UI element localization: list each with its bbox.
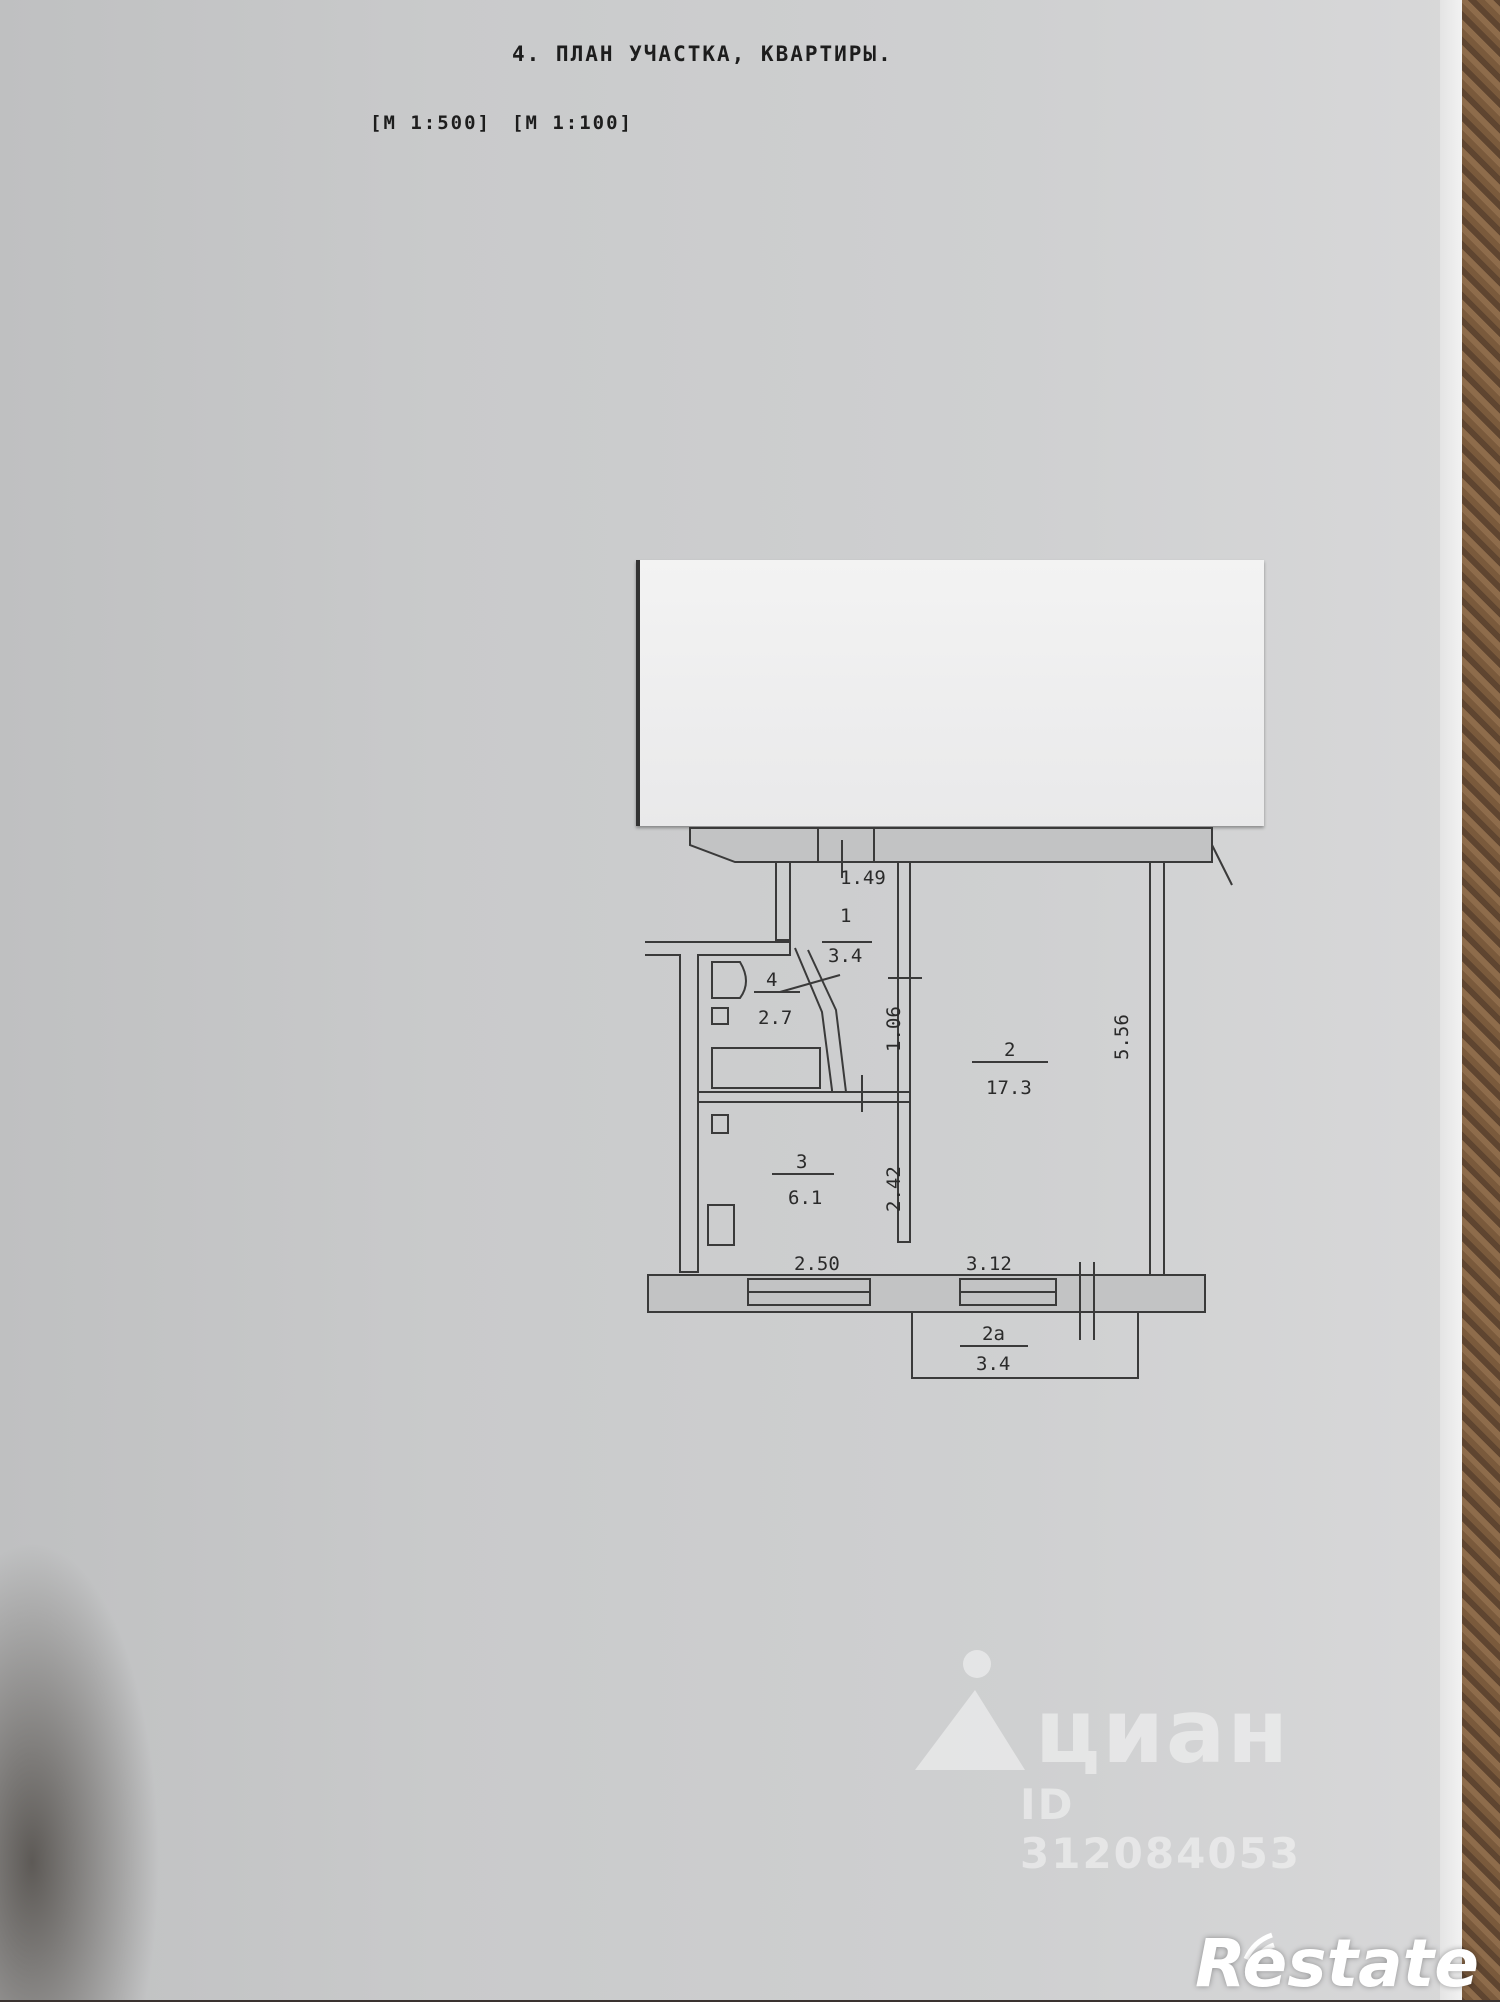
restate-logo: Restate (1195, 1925, 1479, 2002)
top-doorway (817, 827, 875, 863)
partition-1-2 (897, 861, 911, 1243)
restate-signal-icon (1243, 1932, 1275, 1963)
cian-watermark: циан ID 312084053 (905, 1640, 1325, 1878)
paper-cover-patch (636, 560, 1264, 826)
cian-watermark-brand: циан (1035, 1680, 1291, 1783)
right-wall (1149, 861, 1165, 1278)
toilet-fixture (711, 961, 747, 999)
left-block-wall (645, 941, 791, 1273)
room1-area: 3.4 (828, 945, 862, 967)
scale-site-label: [М 1:500] (370, 112, 491, 134)
dim-right-label: 5.56 (1111, 1014, 1133, 1060)
room2-number: 2 (1004, 1039, 1015, 1061)
top-wall-breakline (1211, 844, 1233, 886)
cian-watermark-id: ID 312084053 (1020, 1780, 1302, 1878)
entry-wall-left (775, 861, 791, 941)
scale-apartment-label: [М 1:100] (512, 112, 633, 134)
balcony-number: 2a (982, 1323, 1005, 1345)
kitchen-sink (711, 1114, 729, 1134)
room4-area: 2.7 (758, 1007, 792, 1029)
bathroom-wall (794, 947, 833, 1092)
dim-corridor-label: 1.06 (883, 1006, 905, 1052)
room4-number: 4 (766, 969, 777, 991)
page-edge (1440, 0, 1462, 2000)
balcony-area: 3.4 (976, 1353, 1010, 1375)
bottom-wall (647, 1274, 1206, 1313)
bath-fixture (711, 1047, 821, 1089)
room1-number: 1 (840, 905, 851, 927)
sink-fixture (711, 1007, 729, 1025)
kitchen-stove (707, 1204, 735, 1246)
shadow (0, 1540, 160, 2000)
dim-kitchen-height-label: 2.42 (883, 1166, 905, 1212)
dim-kitchen-width-label: 2.50 (794, 1253, 840, 1275)
balcony-outline (911, 1312, 1139, 1379)
bathroom-label-line (779, 974, 841, 993)
document-page (0, 0, 1462, 2000)
room3-area: 6.1 (788, 1187, 822, 1209)
page-title: 4. ПЛАН УЧАСТКА, КВАРТИРЫ. (512, 42, 893, 66)
room2-area: 17.3 (986, 1077, 1032, 1099)
dim-room2-width-label: 3.12 (966, 1253, 1012, 1275)
cian-logo-icon (915, 1650, 1025, 1770)
dim-top-label: 1.49 (840, 867, 886, 889)
top-wall (689, 827, 1213, 863)
partition-4-3 (697, 1091, 911, 1103)
bathroom-wall-inner (807, 949, 847, 1093)
room3-number: 3 (796, 1151, 807, 1173)
